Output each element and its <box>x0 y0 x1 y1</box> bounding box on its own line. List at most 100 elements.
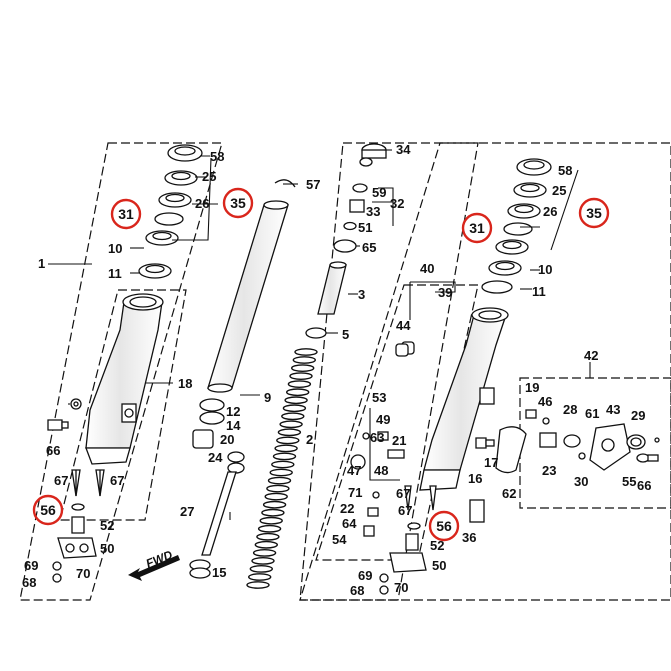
spring-coil <box>256 532 280 541</box>
part-label: 67 <box>398 503 412 518</box>
part-label: 69 <box>24 558 38 573</box>
part-label: 17 <box>484 455 498 470</box>
center-parts <box>189 143 387 579</box>
part-label: 67 <box>110 473 124 488</box>
spring-coil <box>281 412 305 421</box>
leader-lines <box>48 149 591 520</box>
spring-coil <box>291 364 315 372</box>
part-label: 16 <box>468 471 482 486</box>
part-label: 63 <box>370 430 384 445</box>
callout-label: 35 <box>230 195 246 211</box>
back-up-ring-part <box>154 212 184 226</box>
part-label: 26 <box>543 204 557 219</box>
spring-coil <box>251 557 275 565</box>
part-label: 51 <box>358 220 372 235</box>
spring-coil <box>248 573 272 581</box>
callout-35-left: 35 <box>222 187 254 219</box>
part-label: 48 <box>374 463 388 478</box>
fork-tube-part <box>207 204 289 389</box>
part-label: 33 <box>366 204 380 219</box>
fork-spring-part <box>246 348 318 589</box>
part-label: 15 <box>212 565 226 580</box>
part-label: 39 <box>438 285 452 300</box>
part-label: 20 <box>220 432 234 447</box>
callout-label: 31 <box>469 220 485 236</box>
part-label: 61 <box>585 406 599 421</box>
part-label: 65 <box>362 240 376 255</box>
spring-coil <box>271 460 295 469</box>
callout-label: 31 <box>118 206 134 222</box>
spring-coil <box>266 484 290 493</box>
spring-coil <box>261 508 285 517</box>
part-label: 49 <box>376 412 390 427</box>
callout-56-right: 56 <box>428 510 460 542</box>
spring-coil <box>249 565 273 573</box>
part-label: 43 <box>606 402 620 417</box>
part-label: 55 <box>622 474 636 489</box>
part-label: 10 <box>538 262 552 277</box>
part-label: 23 <box>542 463 556 478</box>
spring-coil <box>257 524 282 533</box>
spring-coil <box>274 444 298 453</box>
forward-arrow: FWD <box>128 547 180 581</box>
part-label: 53 <box>372 390 386 405</box>
part-label: 68 <box>350 583 364 598</box>
part-label: 3 <box>358 287 365 302</box>
part-label: 62 <box>502 486 516 501</box>
caliper-detail <box>525 409 660 471</box>
spring-coil <box>264 492 288 501</box>
part-label: 1 <box>38 256 45 271</box>
callout-31-right: 31 <box>461 212 493 244</box>
spring-coil <box>246 581 270 589</box>
part-label: 5 <box>342 327 349 342</box>
spring-coil <box>286 388 310 397</box>
callout-31-left: 31 <box>110 198 142 230</box>
part-label: 9 <box>264 390 271 405</box>
spring-coil <box>252 549 277 557</box>
callout-label: 56 <box>436 518 452 534</box>
part-labels: 1 2 3 5 9 10 10 11 11 12 14 15 16 17 18 … <box>22 142 651 598</box>
part-label: 2 <box>306 432 313 447</box>
part-label: 50 <box>432 558 446 573</box>
spring-coil <box>294 348 318 356</box>
part-label: 34 <box>396 142 411 157</box>
part-label: 58 <box>558 163 572 178</box>
part-label: 28 <box>563 402 577 417</box>
part-label: 67 <box>396 486 410 501</box>
part-label: 18 <box>178 376 192 391</box>
part-label: 58 <box>210 149 224 164</box>
spring-coil <box>279 420 303 429</box>
spring-coil <box>284 396 308 405</box>
part-label: 71 <box>348 485 362 500</box>
fork-slider-part <box>85 301 163 449</box>
part-label: 70 <box>394 580 408 595</box>
part-label: 12 <box>226 404 240 419</box>
part-label: 50 <box>100 541 114 556</box>
spring-coil <box>259 516 283 525</box>
part-label: 32 <box>390 196 404 211</box>
part-label: 11 <box>532 284 546 299</box>
part-label: 30 <box>574 474 588 489</box>
part-label: 54 <box>332 532 347 547</box>
damper-rod-part <box>201 471 237 556</box>
part-label: 68 <box>22 575 36 590</box>
right-fork-assembly <box>350 158 552 595</box>
callout-label: 56 <box>40 502 56 518</box>
spring-coil <box>282 404 307 413</box>
spacer-part <box>317 264 347 315</box>
part-label: 24 <box>208 450 223 465</box>
part-label: 70 <box>76 566 90 581</box>
part-label: 44 <box>396 318 411 333</box>
part-label: 40 <box>420 261 434 276</box>
spring-coil <box>277 428 302 437</box>
spring-coil <box>269 468 293 477</box>
part-label: 47 <box>347 463 361 478</box>
part-label: 26 <box>195 196 209 211</box>
part-label: 10 <box>108 241 122 256</box>
part-label: 29 <box>631 408 645 423</box>
part-label: 59 <box>372 185 386 200</box>
part-label: 69 <box>358 568 372 583</box>
left-fork-assembly <box>47 144 203 583</box>
part-label: 42 <box>584 348 598 363</box>
